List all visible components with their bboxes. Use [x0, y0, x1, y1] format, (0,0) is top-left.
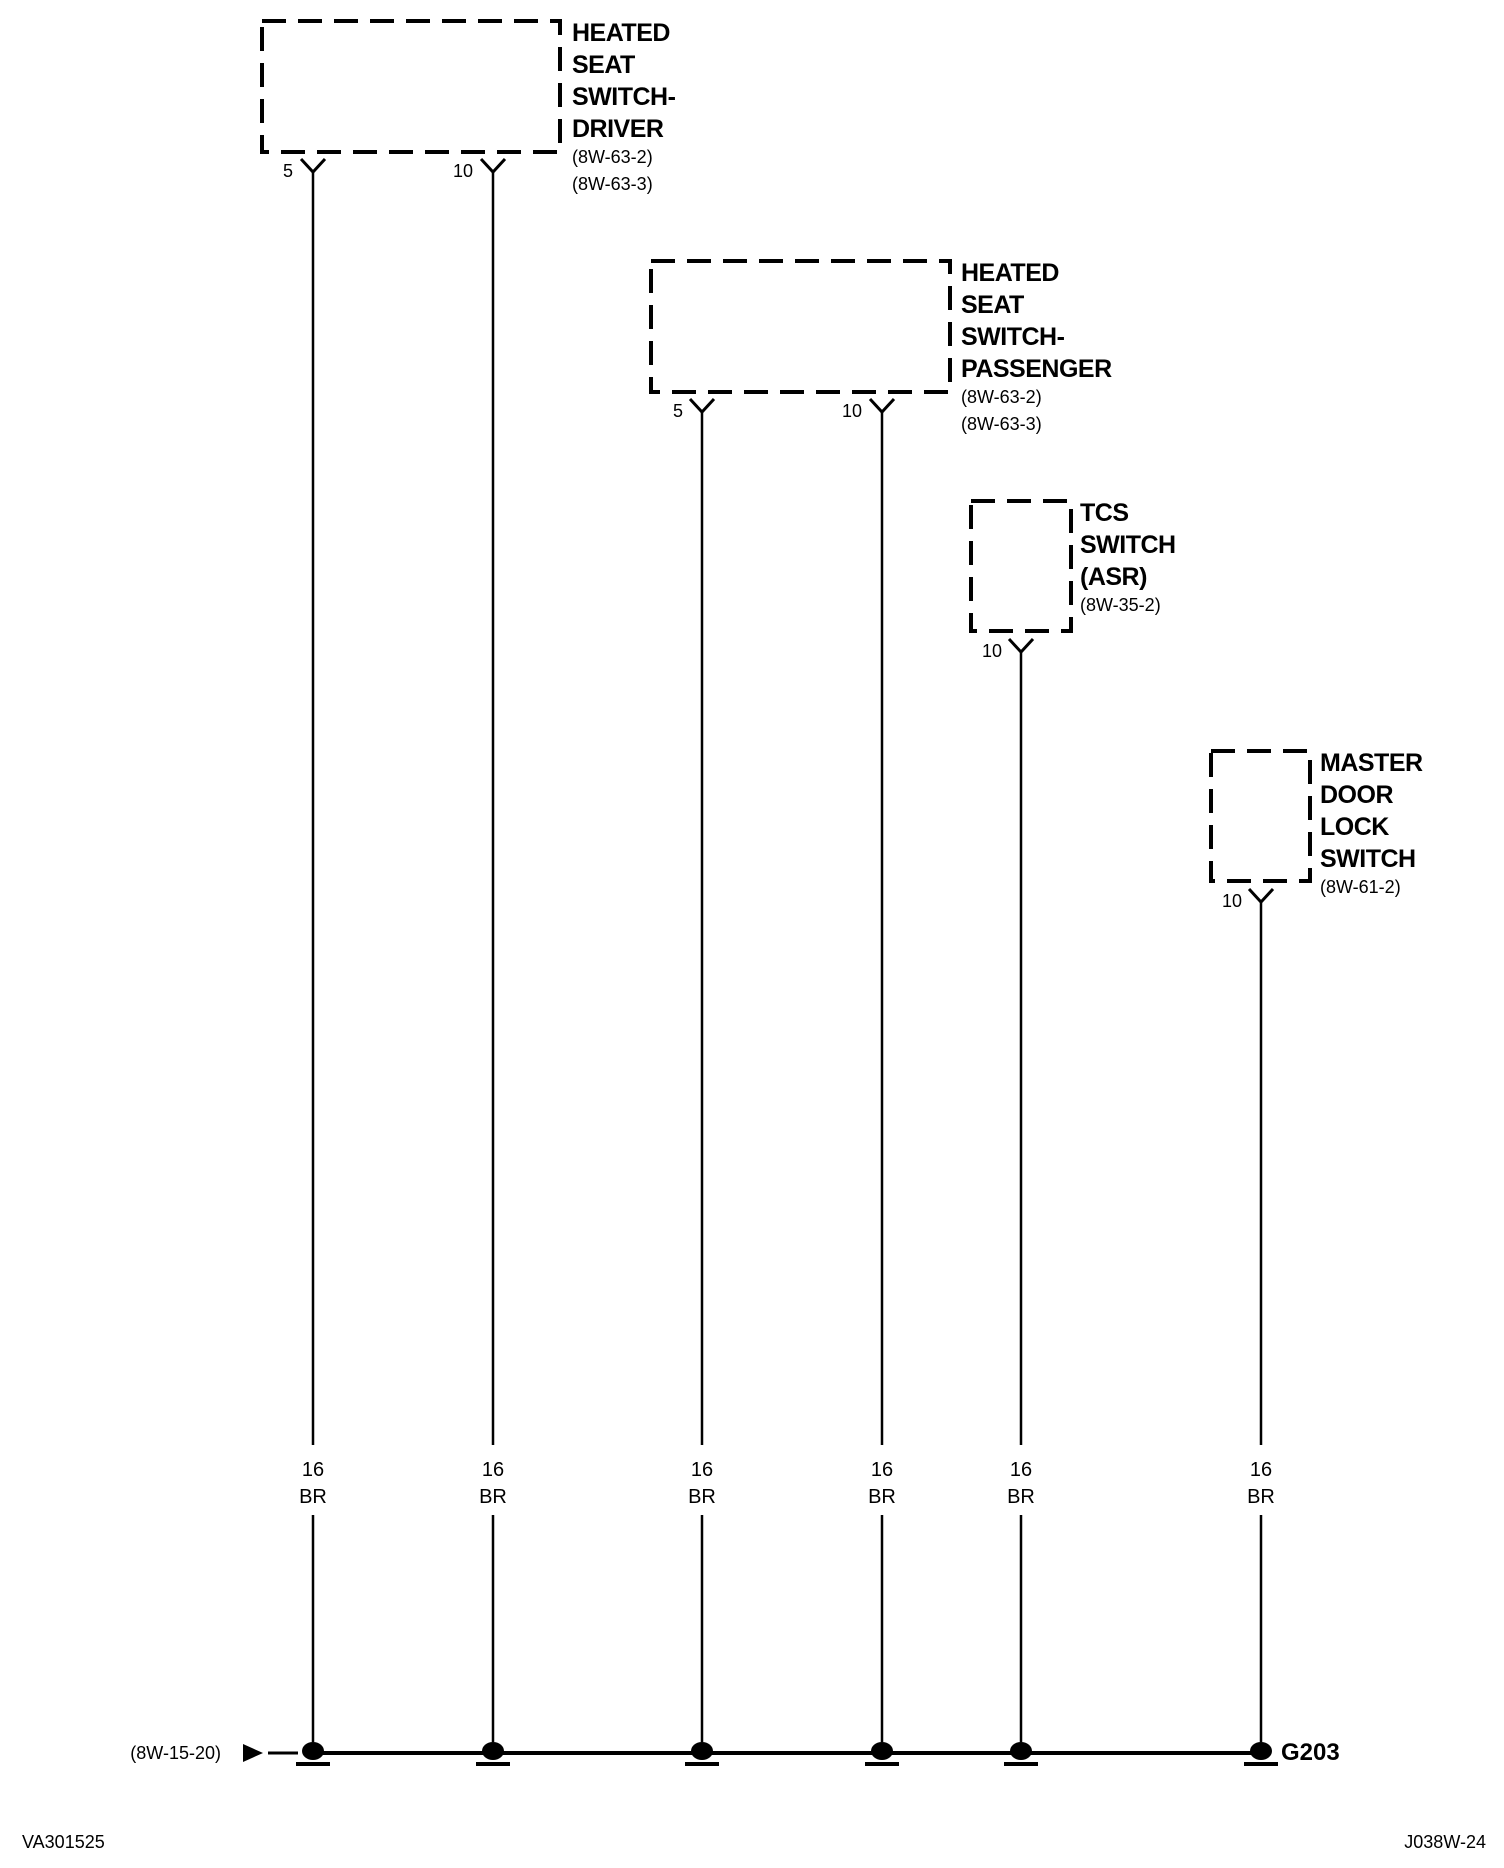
component-box [969, 499, 1073, 633]
splice-dot-icon [685, 1742, 719, 1766]
ground-bus: (8W-15-20) G203 [130, 1739, 1340, 1766]
wire-color: BR [1007, 1486, 1035, 1508]
component-box [260, 19, 562, 154]
pin-number: 5 [673, 401, 683, 421]
tcs-switch: TCS SWITCH (ASR) (8W-35-2) 10 [969, 499, 1176, 661]
component-ref: (8W-63-3) [572, 174, 653, 194]
component-title-line: SWITCH- [961, 323, 1065, 351]
ground-label: G203 [1281, 1739, 1340, 1766]
pin-number: 10 [982, 641, 1002, 661]
wire-color: BR [479, 1486, 507, 1508]
component-box [1209, 749, 1312, 883]
connector-pin-icon [299, 157, 327, 175]
wire-color: BR [1247, 1486, 1275, 1508]
component-title-line: MASTER [1320, 749, 1423, 777]
component-title-line: (ASR) [1080, 563, 1147, 591]
connector-pin-icon [1247, 887, 1275, 905]
component-title-line: SWITCH- [572, 83, 676, 111]
component-title-line: SEAT [961, 291, 1024, 319]
pin-number: 10 [1222, 891, 1242, 911]
wire-gauge: 16 [1010, 1459, 1032, 1481]
wire-gauge: 16 [482, 1459, 504, 1481]
heated-seat-switch-passenger: HEATED SEAT SWITCH- PASSENGER (8W-63-2) … [649, 259, 1113, 434]
splice-dot-icon [865, 1742, 899, 1766]
ground-point-icon [1244, 1742, 1278, 1766]
master-door-lock-switch: MASTER DOOR LOCK SWITCH (8W-61-2) 10 [1209, 749, 1424, 911]
component-title-line: SWITCH [1080, 531, 1176, 559]
component-title-line: LOCK [1320, 813, 1389, 841]
component-ref: (8W-63-2) [961, 387, 1042, 407]
component-title-line: DRIVER [572, 115, 664, 143]
figure-code-right: J038W-24 [1404, 1832, 1486, 1852]
pin-number: 10 [453, 161, 473, 181]
arrow-right-icon [243, 1744, 263, 1762]
wire-color: BR [868, 1486, 896, 1508]
wire-gauge: 16 [691, 1459, 713, 1481]
component-title-line: DOOR [1320, 781, 1393, 809]
pin-number: 10 [842, 401, 862, 421]
pin-number: 5 [283, 161, 293, 181]
wire-segments-lower [311, 1515, 1263, 1742]
heated-seat-switch-driver: HEATED SEAT SWITCH- DRIVER (8W-63-2) (8W… [260, 19, 676, 194]
wire-segments-upper [311, 172, 1263, 1445]
wire-gauge: 16 [1250, 1459, 1272, 1481]
component-title-line: HEATED [961, 259, 1059, 287]
connector-pin-icon [1007, 637, 1035, 655]
component-ref: (8W-35-2) [1080, 595, 1161, 615]
figure-code-left: VA301525 [22, 1832, 105, 1852]
wire-gauge: 16 [302, 1459, 324, 1481]
splice-dot-icon [296, 1742, 330, 1766]
component-box [649, 259, 952, 394]
splice-dot-icon [476, 1742, 510, 1766]
component-title-line: SEAT [572, 51, 635, 79]
ground-reference: (8W-15-20) [130, 1743, 221, 1763]
wire-color: BR [688, 1486, 716, 1508]
component-title-line: HEATED [572, 19, 670, 47]
connector-pin-icon [479, 157, 507, 175]
component-ref: (8W-63-3) [961, 414, 1042, 434]
connector-pin-icon [688, 397, 716, 415]
wire-labels: 16 BR 16 BR 16 BR 16 BR 16 BR 16 BR [299, 1459, 1275, 1508]
connector-pin-icon [868, 397, 896, 415]
component-ref: (8W-61-2) [1320, 877, 1401, 897]
component-title-line: PASSENGER [961, 355, 1112, 383]
component-ref: (8W-63-2) [572, 147, 653, 167]
component-title-line: TCS [1080, 499, 1129, 527]
component-title-line: SWITCH [1320, 845, 1416, 873]
splice-dot-icon [1004, 1742, 1038, 1766]
wire-gauge: 16 [871, 1459, 893, 1481]
wire-color: BR [299, 1486, 327, 1508]
